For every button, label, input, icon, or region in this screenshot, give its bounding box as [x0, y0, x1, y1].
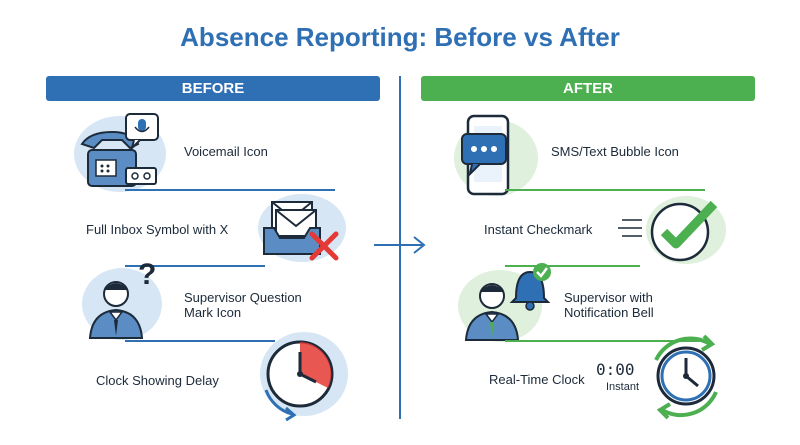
- right-arrow-icon: [374, 236, 426, 254]
- clock-digits: 0:00: [596, 360, 635, 379]
- after-item-3-label-line2: Notification Bell: [564, 305, 654, 320]
- svg-text:?: ?: [138, 258, 156, 291]
- before-item-4-label: Clock Showing Delay: [96, 373, 219, 388]
- supervisor-bell-icon: [458, 263, 551, 342]
- before-item-3-label-line2: Mark Icon: [184, 305, 242, 320]
- checkmark-icon: [618, 196, 726, 264]
- voicemail-icon: [74, 113, 166, 192]
- after-item-4-label: Real-Time Clock: [489, 372, 585, 387]
- supervisor-question-icon: ?: [82, 258, 162, 340]
- after-item-2-label: Instant Checkmark: [484, 222, 593, 237]
- center-divider: [399, 76, 401, 419]
- before-item-2-label: Full Inbox Symbol with X: [86, 222, 229, 237]
- before-row-1-line: [125, 189, 335, 191]
- before-item-3-label-line1: Supervisor Question: [184, 290, 302, 305]
- clock-caption: Instant: [606, 381, 640, 393]
- after-row-1-line: [505, 189, 705, 191]
- after-row-2-line: [505, 265, 640, 267]
- before-item-1-label: Voicemail Icon: [184, 144, 268, 159]
- after-row-3-line: [505, 340, 705, 342]
- after-item-1-label: SMS/Text Bubble Icon: [551, 144, 679, 159]
- before-row-3-line: [125, 340, 275, 342]
- after-header: AFTER: [421, 76, 755, 101]
- before-row-2-line: [125, 265, 265, 267]
- after-item-3-label-line1: Supervisor with: [564, 290, 653, 305]
- sms-bubble-icon: [454, 114, 538, 196]
- page-title: Absence Reporting: Before vs After: [180, 22, 620, 52]
- before-header: BEFORE: [46, 76, 380, 101]
- full-inbox-x-icon: [258, 194, 346, 262]
- real-time-clock-icon: [654, 334, 718, 420]
- clock-delay-icon: [260, 332, 348, 422]
